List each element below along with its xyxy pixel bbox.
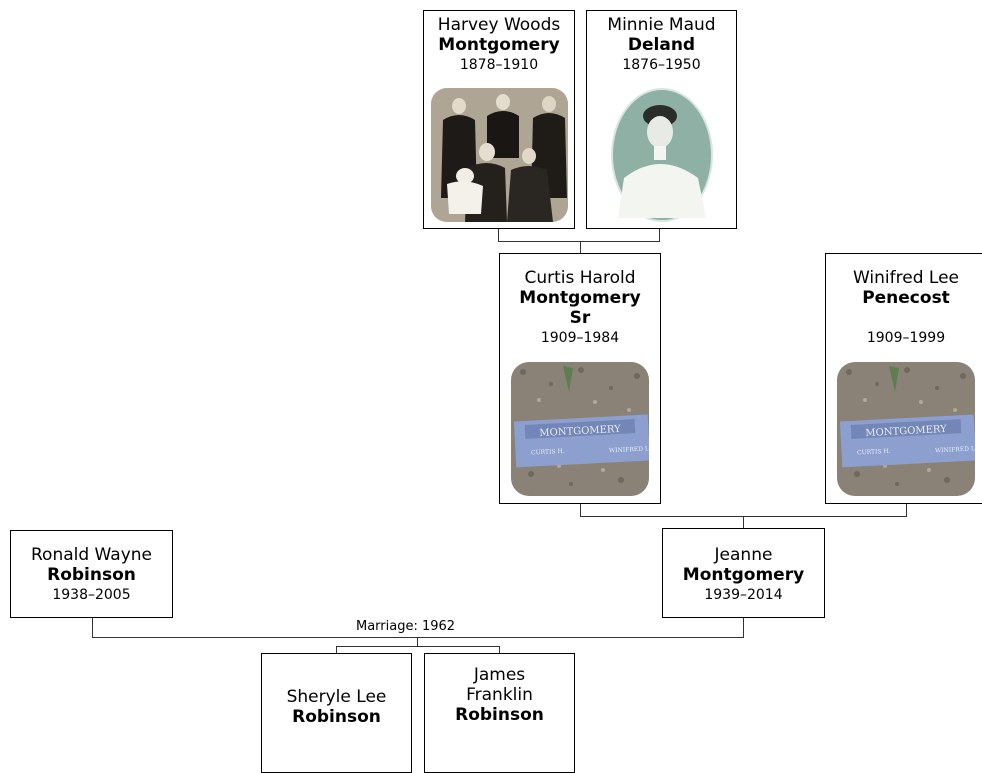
connector-ronald-down: [92, 617, 93, 637]
connector-grandparents-bar: [498, 241, 660, 242]
person-card-jeanne[interactable]: Jeanne Montgomery 1939–2014: [662, 528, 825, 618]
connector-curtis-down: [580, 503, 581, 516]
connector-couple-drop: [417, 637, 418, 646]
life-dates: 1878–1910: [459, 57, 539, 73]
name-suffix: Sr: [569, 308, 591, 328]
life-dates: 1909–1984: [540, 330, 620, 346]
surname: Robinson: [47, 565, 136, 585]
family-group-photo: [431, 88, 568, 222]
surname: Montgomery: [682, 565, 805, 585]
connector-children-bar: [336, 646, 500, 647]
given-name: Ronald Wayne: [31, 545, 152, 565]
headstone-right-name: WINIFRED L.: [935, 445, 975, 454]
given-name: Winifred Lee: [852, 268, 959, 288]
connector-winifred-down: [906, 503, 907, 516]
person-card-sheryle[interactable]: Sheryle Lee Robinson: [261, 653, 412, 773]
life-dates: 1876–1950: [622, 57, 701, 73]
surname: Penecost: [862, 288, 950, 308]
life-dates: 1939–2014: [704, 587, 783, 603]
connector-to-jeanne: [743, 516, 744, 528]
given-name: Jeanne: [714, 545, 773, 565]
surname: Montgomery: [519, 288, 641, 308]
surname: Robinson: [292, 707, 381, 727]
headstone-photo: MONTGOMERY CURTIS H. WINIFRED L.: [511, 362, 649, 496]
connector-minnie-down: [659, 228, 660, 241]
marriage-label: Marriage: 1962: [354, 619, 458, 635]
headstone-right-name: WINIFRED L.: [609, 445, 649, 454]
surname: Robinson: [455, 705, 544, 725]
connector-couple-bar: [92, 637, 744, 638]
headstone-photo: MONTGOMERY CURTIS H. WINIFRED L.: [837, 362, 975, 496]
headstone-family-name: MONTGOMERY: [865, 424, 947, 439]
given-name: Sheryle Lee: [286, 687, 387, 707]
connector-to-sheryle: [336, 646, 337, 653]
person-card-harvey[interactable]: Harvey Woods Montgomery 1878–1910: [423, 10, 575, 229]
connector-to-james: [499, 646, 500, 653]
person-card-minnie[interactable]: Minnie Maud Deland 1876–1950: [586, 10, 737, 229]
surname: Montgomery: [438, 35, 560, 55]
person-card-james[interactable]: James Franklin Robinson: [424, 653, 575, 773]
given-name-line2: Franklin: [466, 685, 533, 705]
person-card-curtis[interactable]: Curtis Harold Montgomery Sr 1909–1984 MO…: [499, 253, 661, 504]
headstone-left-name: CURTIS H.: [857, 448, 891, 457]
given-name: Minnie Maud: [607, 15, 716, 35]
headstone-left-name: CURTIS H.: [531, 448, 565, 457]
given-name: Harvey Woods: [437, 15, 561, 35]
connector-jeanne-down: [743, 617, 744, 637]
person-card-winifred[interactable]: Winifred Lee Penecost 1909–1999 MONTGOME…: [825, 253, 982, 504]
portrait-photo: [594, 88, 731, 222]
person-card-ronald[interactable]: Ronald Wayne Robinson 1938–2005: [10, 530, 173, 618]
given-name: Curtis Harold: [524, 268, 636, 288]
connector-to-curtis: [580, 241, 581, 253]
connector-harvey-down: [498, 228, 499, 241]
life-dates: 1938–2005: [52, 587, 131, 603]
headstone-family-name: MONTGOMERY: [539, 424, 621, 439]
life-dates: 1909–1999: [866, 330, 946, 346]
given-name-line1: James: [473, 665, 526, 685]
surname: Deland: [627, 35, 696, 55]
